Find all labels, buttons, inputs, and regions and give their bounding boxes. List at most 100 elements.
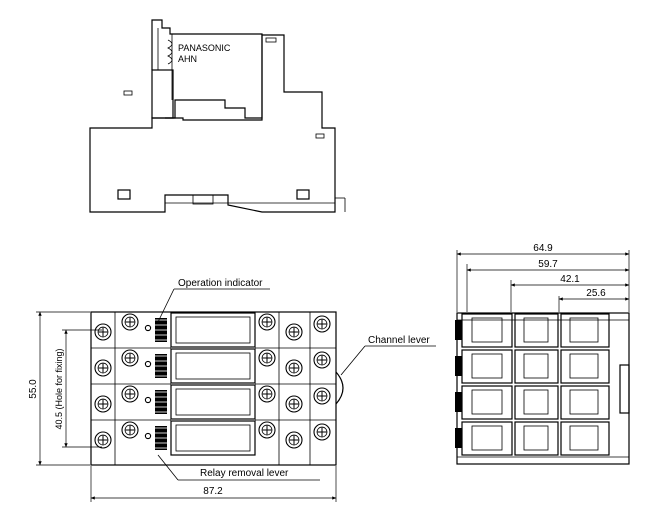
operation-indicators	[144, 324, 152, 440]
side-socket-inner	[471, 389, 503, 415]
side-terminal-inner	[569, 353, 599, 379]
terminal-screws	[94, 313, 331, 449]
side-terminal	[560, 349, 610, 384]
slot-mark	[315, 133, 325, 139]
side-relay-inner	[523, 389, 549, 415]
side-terminal-inner	[569, 317, 599, 343]
terminal-screw	[121, 421, 139, 439]
side-relay-inner	[523, 353, 549, 379]
rail-hook	[192, 194, 214, 205]
dimension-59-7-label: 59.7	[538, 259, 558, 270]
hole-dimension-label: 40.5 (Hole for fixing)	[54, 348, 64, 429]
side-view	[455, 312, 630, 465]
front-dimensions: 55.0 40.5 (Hole for fixing) 87.2	[28, 311, 337, 502]
side-relay-inner	[523, 425, 549, 451]
terminal-screw	[258, 313, 276, 331]
front-outline	[90, 311, 337, 466]
side-lever	[455, 356, 462, 376]
terminal-screw	[258, 385, 276, 403]
relay-body	[170, 384, 256, 420]
callout-leader	[340, 345, 366, 376]
side-relay	[514, 313, 559, 348]
terminal-screw	[94, 431, 112, 449]
side-socket	[461, 313, 513, 348]
terminal-screw	[121, 385, 139, 403]
side-terminal-inner	[569, 389, 599, 415]
relay-model-label: AHN	[178, 54, 197, 64]
terminal-screw	[313, 351, 331, 369]
callout-leader	[157, 288, 175, 323]
slot-mark	[123, 90, 133, 96]
relay-body	[170, 348, 256, 384]
relay-body	[170, 420, 256, 456]
side-outline	[456, 312, 630, 465]
side-relay-inner	[523, 317, 549, 343]
terminal-screw	[258, 421, 276, 439]
side-socket	[461, 349, 513, 384]
rail-clip-left	[117, 189, 131, 200]
spring-contact	[167, 39, 173, 65]
slot-mark	[265, 37, 277, 43]
operation-indicator-label: Operation indicator	[178, 278, 263, 289]
lever-block	[151, 69, 174, 119]
side-tab	[619, 364, 630, 414]
terminal-screw	[94, 323, 112, 341]
side-relay	[514, 421, 559, 456]
base-outline	[89, 34, 336, 213]
side-socket-inner	[471, 425, 503, 451]
side-terminal	[560, 385, 610, 420]
relay-body	[170, 312, 256, 348]
top-profile-view: PANASONIC AHN	[89, 19, 346, 213]
callout-leader	[157, 454, 179, 481]
terminal-screw	[121, 349, 139, 367]
side-socket	[461, 421, 513, 456]
side-terminal-inner	[569, 425, 599, 451]
side-dimensions: 64.9 59.7 42.1 25.6	[456, 243, 630, 312]
side-terminal	[560, 421, 610, 456]
dimension-25-6-label: 25.6	[586, 288, 606, 299]
indicator-led	[144, 324, 152, 332]
terminal-screw	[258, 349, 276, 367]
channel-lever-label: Channel lever	[368, 335, 430, 346]
relay-brand-label: PANASONIC	[178, 43, 231, 53]
side-socket	[461, 385, 513, 420]
terminal-screw	[285, 323, 303, 341]
indicator-led	[144, 396, 152, 404]
dimension-64-9-label: 64.9	[533, 243, 553, 254]
side-lever	[455, 320, 462, 340]
indicator-led	[144, 432, 152, 440]
relay-cover	[175, 424, 251, 452]
width-dimension-label: 87.2	[203, 486, 223, 497]
side-socket-inner	[471, 317, 503, 343]
height-dimension-label: 55.0	[28, 379, 39, 399]
indicator-led	[144, 360, 152, 368]
side-relay	[514, 349, 559, 384]
side-socket-inner	[471, 353, 503, 379]
side-relay	[514, 385, 559, 420]
side-lever	[455, 392, 462, 412]
relay-cover	[175, 352, 251, 380]
terminal-screw	[94, 359, 112, 377]
relay-body	[151, 19, 263, 119]
front-view	[90, 311, 344, 466]
rail-clip-right	[296, 189, 310, 200]
terminal-screw	[94, 395, 112, 413]
terminal-screw	[313, 423, 331, 441]
side-modules	[455, 313, 610, 456]
channel-lever	[335, 371, 344, 405]
terminal-screw	[285, 359, 303, 377]
terminal-screw	[313, 315, 331, 333]
terminal-screw	[121, 313, 139, 331]
side-lever	[455, 428, 462, 448]
dimension-42-1-label: 42.1	[560, 274, 580, 285]
side-terminal	[560, 313, 610, 348]
relay-cover	[175, 388, 251, 416]
relay-removal-lever-label: Relay removal lever	[200, 468, 289, 479]
terminal-screw	[285, 395, 303, 413]
relay-bodies	[155, 312, 256, 456]
terminal-screw	[285, 431, 303, 449]
terminal-screw	[313, 387, 331, 405]
relay-cover	[175, 316, 251, 344]
